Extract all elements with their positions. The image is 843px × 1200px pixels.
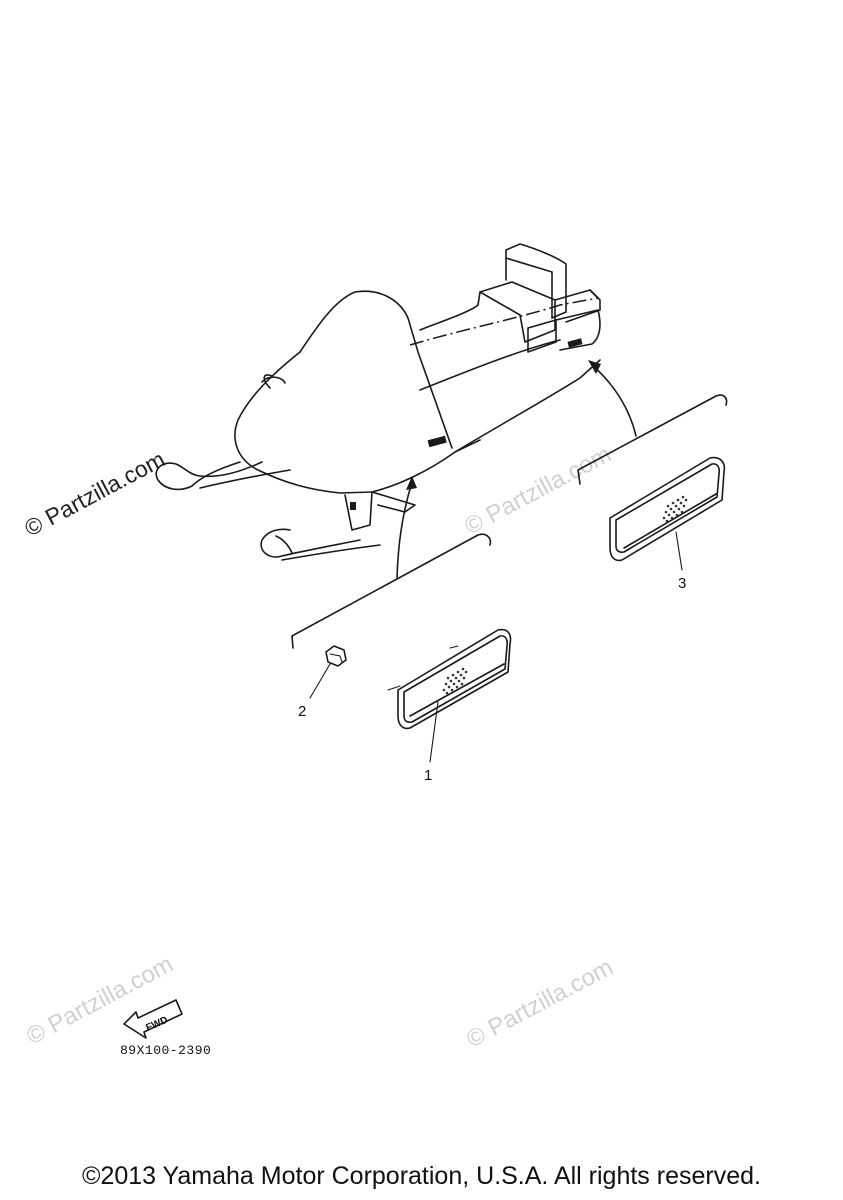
reflector-rear-part-3 (609, 456, 726, 571)
callout-3: 3 (678, 575, 686, 592)
leader-arrows (396, 360, 637, 579)
callout-1: 1 (424, 767, 432, 784)
watermark-group: © Partzilla.com © Partzilla.com © Partzi… (22, 441, 617, 1054)
watermark-bottom-left: © Partzilla.com (22, 951, 177, 1051)
snowmobile-illustration (155, 243, 601, 561)
copyright-footer: ©2013 Yamaha Motor Corporation, U.S.A. A… (82, 1162, 761, 1190)
reflector-1-texture (442, 667, 468, 695)
group-brackets (291, 394, 728, 649)
diagram-code: 89X100-2390 (120, 1043, 211, 1058)
front-reflector-mark (427, 435, 447, 448)
fwd-arrow-icon: FWD (123, 999, 183, 1039)
nut-part-2 (309, 645, 347, 699)
watermark-bottom-right: © Partzilla.com (462, 954, 617, 1054)
rear-reflector-mark (567, 338, 583, 348)
watermark-main: © Partzilla.com (20, 446, 169, 542)
fwd-label: FWD (144, 1015, 169, 1034)
watermark-center: © Partzilla.com (460, 441, 615, 541)
reflector-front-part-1 (387, 628, 512, 763)
reflector-3-texture (662, 495, 688, 523)
callout-2: 2 (298, 703, 306, 720)
